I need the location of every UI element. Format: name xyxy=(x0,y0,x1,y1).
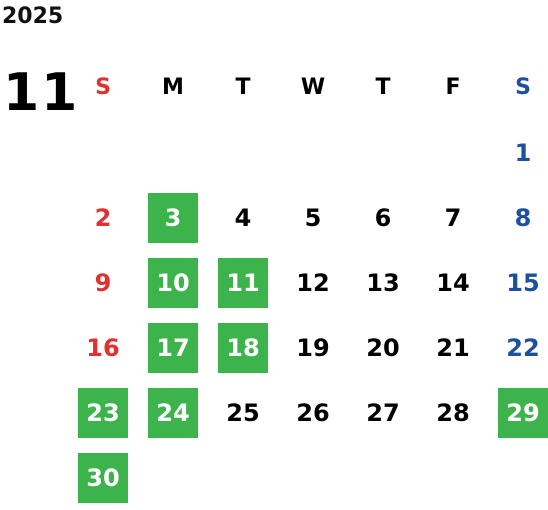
day-number: 5 xyxy=(304,203,322,232)
day-number: 1 xyxy=(514,138,532,167)
day-number: 6 xyxy=(374,203,392,232)
empty-day-cell xyxy=(208,445,278,510)
day-number: 16 xyxy=(86,333,120,362)
day-number: 14 xyxy=(436,268,470,297)
highlighted-day-cell: 24 xyxy=(138,380,208,445)
empty-day-cell xyxy=(278,445,348,510)
month-number: 11 xyxy=(3,63,80,123)
day-cell: 2 xyxy=(68,185,138,250)
weekday-header-wednesday: W xyxy=(300,75,326,100)
highlighted-day-cell: 18 xyxy=(208,315,278,380)
day-cell: 25 xyxy=(208,380,278,445)
day-number: 9 xyxy=(94,268,112,297)
year-label: 2025 xyxy=(2,4,64,29)
weekday-header-sunday: S xyxy=(95,75,111,100)
day-cell: 20 xyxy=(348,315,418,380)
day-number: 30 xyxy=(78,452,128,503)
day-number: 17 xyxy=(148,322,198,373)
highlighted-day-cell: 29 xyxy=(488,380,548,445)
day-number: 20 xyxy=(366,333,400,362)
day-number: 7 xyxy=(444,203,462,232)
empty-day-cell xyxy=(488,445,548,510)
day-number: 8 xyxy=(514,203,532,232)
empty-day-cell xyxy=(348,445,418,510)
highlighted-day-cell: 10 xyxy=(138,250,208,315)
day-cell: 28 xyxy=(418,380,488,445)
day-number: 28 xyxy=(436,398,470,427)
empty-day-cell xyxy=(418,120,488,185)
day-number: 22 xyxy=(506,333,540,362)
day-cell: 13 xyxy=(348,250,418,315)
day-number: 19 xyxy=(296,333,330,362)
day-cell: 27 xyxy=(348,380,418,445)
day-number: 27 xyxy=(366,398,400,427)
empty-day-cell xyxy=(68,120,138,185)
day-number: 10 xyxy=(148,257,198,308)
empty-day-cell xyxy=(138,120,208,185)
weekday-header-monday: M xyxy=(162,75,184,100)
day-number: 15 xyxy=(506,268,540,297)
highlighted-day-cell: 3 xyxy=(138,185,208,250)
day-number: 11 xyxy=(218,257,268,308)
day-cell: 22 xyxy=(488,315,548,380)
day-cell: 1 xyxy=(488,120,548,185)
day-cell: 5 xyxy=(278,185,348,250)
highlighted-day-cell: 30 xyxy=(68,445,138,510)
weekday-header-friday: F xyxy=(445,75,461,100)
weekday-header-thursday: T xyxy=(375,75,391,100)
day-number: 13 xyxy=(366,268,400,297)
empty-day-cell xyxy=(138,445,208,510)
day-number: 3 xyxy=(148,192,198,243)
empty-day-cell xyxy=(418,445,488,510)
day-number: 23 xyxy=(78,387,128,438)
day-number: 25 xyxy=(226,398,260,427)
day-cell: 19 xyxy=(278,315,348,380)
day-number: 24 xyxy=(148,387,198,438)
empty-day-cell xyxy=(348,120,418,185)
day-cell: 7 xyxy=(418,185,488,250)
day-cell: 8 xyxy=(488,185,548,250)
day-number: 21 xyxy=(436,333,470,362)
day-cell: 21 xyxy=(418,315,488,380)
day-cell: 12 xyxy=(278,250,348,315)
day-number: 4 xyxy=(234,203,252,232)
day-number: 29 xyxy=(498,387,548,438)
weekday-header-saturday: S xyxy=(515,75,531,100)
empty-day-cell xyxy=(278,120,348,185)
day-number: 26 xyxy=(296,398,330,427)
day-cell: 15 xyxy=(488,250,548,315)
empty-day-cell xyxy=(208,120,278,185)
day-cell: 6 xyxy=(348,185,418,250)
day-cell: 4 xyxy=(208,185,278,250)
highlighted-day-cell: 17 xyxy=(138,315,208,380)
day-number: 2 xyxy=(94,203,112,232)
weekday-header-tuesday: T xyxy=(235,75,251,100)
day-number: 18 xyxy=(218,322,268,373)
day-cell: 14 xyxy=(418,250,488,315)
day-number: 12 xyxy=(296,268,330,297)
highlighted-day-cell: 11 xyxy=(208,250,278,315)
day-cell: 16 xyxy=(68,315,138,380)
day-cell: 26 xyxy=(278,380,348,445)
highlighted-day-cell: 23 xyxy=(68,380,138,445)
day-cell: 9 xyxy=(68,250,138,315)
